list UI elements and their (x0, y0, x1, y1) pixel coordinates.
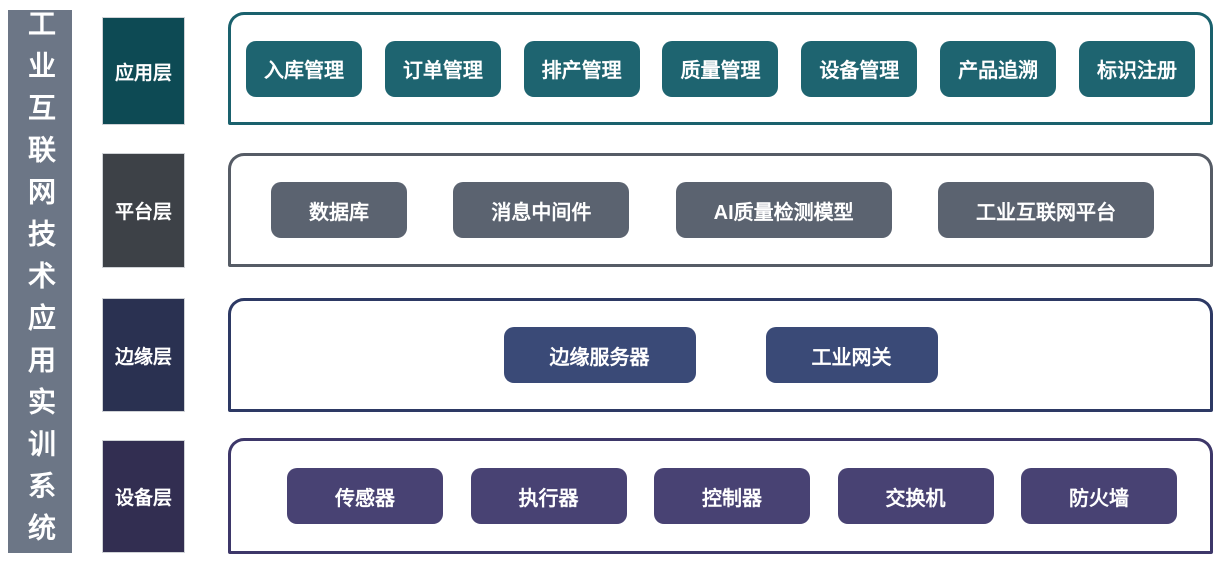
layer-label-application: 应用层 (102, 17, 185, 125)
module-box-quality-mgmt: 质量管理 (662, 40, 779, 97)
layer-label-edge: 边缘层 (102, 298, 185, 412)
module-box-database: 数据库 (271, 182, 407, 238)
module-box-ai-qc-model: AI质量检测模型 (675, 182, 892, 238)
module-box-inbound-mgmt: 入库管理 (246, 40, 362, 97)
module-box-controller: 控制器 (654, 468, 810, 524)
module-box-scheduling: 排产管理 (523, 40, 640, 97)
module-box-product-trace: 产品追溯 (940, 40, 1057, 97)
system-title: 工业互联网技术应用实训系统 (25, 8, 56, 555)
layer-label-device: 设备层 (102, 440, 185, 553)
device-layer-container: 传感器 执行器 控制器 交换机 防火墙 (228, 438, 1213, 554)
module-box-order-mgmt: 订单管理 (384, 40, 501, 97)
module-box-edge-server: 边缘服务器 (503, 327, 696, 383)
system-title-bar: 工业互联网技术应用实训系统 (8, 8, 72, 555)
module-box-industrial-gateway: 工业网关 (765, 327, 938, 383)
layer-label-platform: 平台层 (102, 153, 185, 268)
module-box-iiot-platform: 工业互联网平台 (937, 182, 1154, 238)
platform-layer-container: 数据库 消息中间件 AI质量检测模型 工业互联网平台 (228, 153, 1213, 267)
application-layer-container: 入库管理 订单管理 排产管理 质量管理 设备管理 产品追溯 标识注册 (228, 12, 1213, 125)
module-box-middleware: 消息中间件 (453, 182, 630, 238)
module-box-actuator: 执行器 (470, 468, 627, 524)
edge-layer-container: 边缘服务器 工业网关 (228, 298, 1213, 412)
module-box-firewall: 防火墙 (1021, 468, 1177, 524)
module-box-equipment-mgmt: 设备管理 (801, 40, 918, 97)
module-box-switch: 交换机 (837, 468, 994, 524)
module-box-sensor: 传感器 (287, 468, 443, 524)
module-box-id-register: 标识注册 (1078, 40, 1195, 97)
